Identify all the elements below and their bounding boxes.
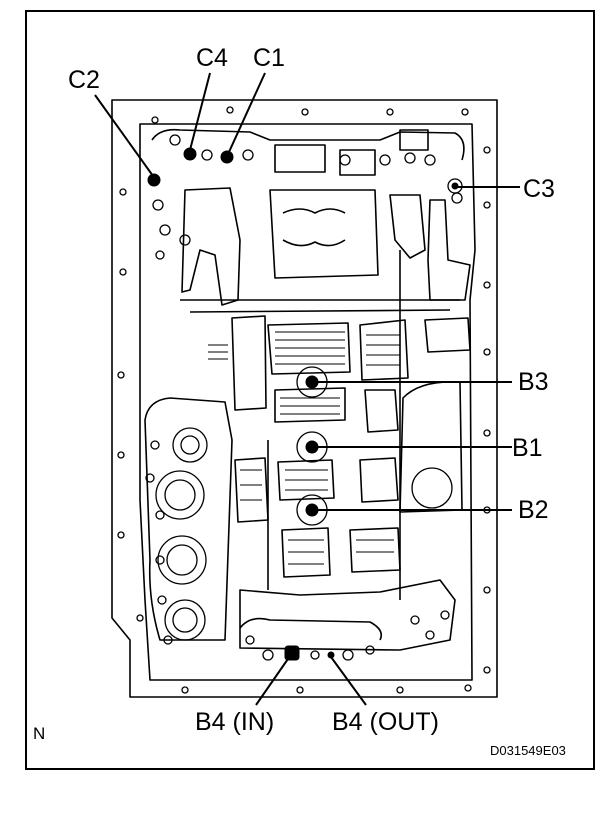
c4-leader <box>189 72 211 151</box>
c2-leader <box>94 94 154 177</box>
label-b1: B1 <box>512 434 543 462</box>
label-b3: B3 <box>518 368 549 396</box>
b4-in-leader <box>255 655 291 706</box>
figure-code: D031549E03 <box>490 743 566 758</box>
figure-frame <box>25 10 595 770</box>
b4-out-leader <box>330 656 367 706</box>
valve-body-inner-outline <box>139 123 476 681</box>
c2-marker <box>147 173 161 187</box>
label-c4: C4 <box>196 44 228 72</box>
label-c3: C3 <box>523 175 555 203</box>
c3-marker <box>451 182 459 190</box>
valve-body-outline <box>111 99 498 698</box>
label-b4-in: B4 (IN) <box>195 708 275 736</box>
label-c2: C2 <box>68 66 100 94</box>
label-b4-out: B4 (OUT) <box>332 708 439 736</box>
label-north: N <box>33 724 46 743</box>
label-c1: C1 <box>253 44 285 72</box>
c1-marker <box>220 150 234 164</box>
b4-in-marker <box>284 645 300 661</box>
c1-leader <box>228 72 266 153</box>
label-b2: B2 <box>518 496 549 524</box>
